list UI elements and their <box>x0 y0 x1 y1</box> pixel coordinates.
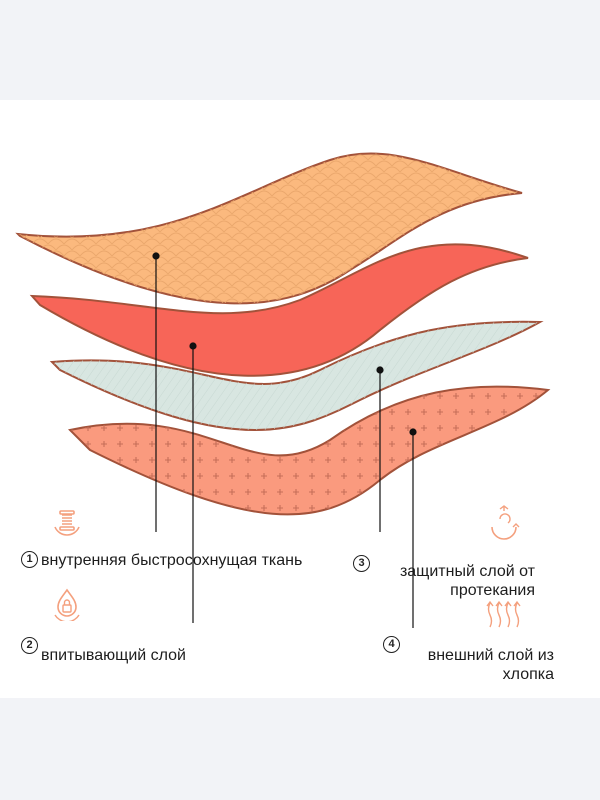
label-3-number: 3 <box>353 555 370 572</box>
rotating-arrows-icon <box>491 505 520 540</box>
label-3-text: защитный слой от протекания <box>399 563 535 599</box>
leader-dot-1 <box>152 252 160 260</box>
leak-protection-layer <box>49 320 544 431</box>
layers-diagram: 1 внутренняя быстросохнущая ткань 2 впит… <box>0 100 600 698</box>
inner-quick-dry-layer <box>15 152 523 305</box>
label-1-number: 1 <box>21 551 38 568</box>
breathable-airflow-icon <box>486 600 521 628</box>
fabric-layers-illustration <box>15 152 551 628</box>
label-1-text: внутренняя быстросохнущая ткань <box>41 552 303 569</box>
label-4-number: 4 <box>383 636 400 653</box>
spool-of-thread-icon <box>54 510 80 536</box>
leader-dot-4 <box>409 428 417 436</box>
droplet-with-lock-icon <box>54 588 80 621</box>
leader-dot-2 <box>189 342 197 350</box>
label-4-text: внешний слой из хлопка <box>427 647 554 683</box>
leader-lines <box>152 252 417 628</box>
label-2-number: 2 <box>21 637 38 654</box>
label-2-text: впитывающий слой <box>41 647 186 664</box>
outer-cotton-layer <box>67 385 551 516</box>
leader-dot-3 <box>376 366 384 374</box>
